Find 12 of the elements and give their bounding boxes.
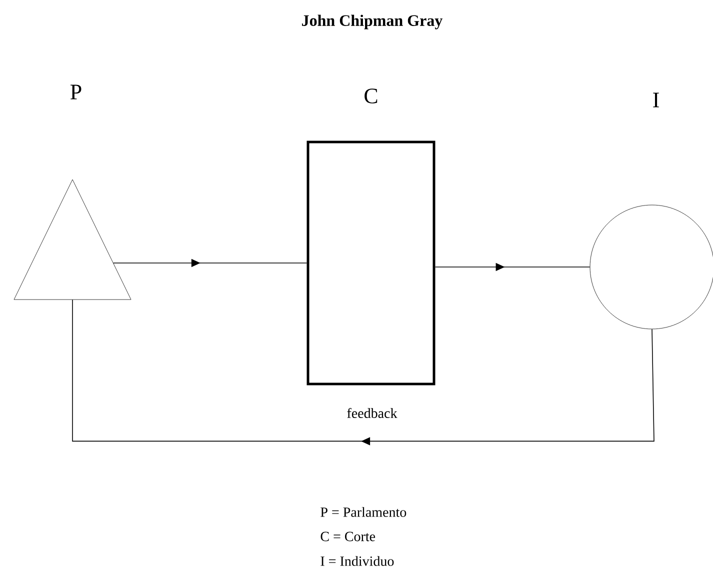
node-label: I	[653, 92, 659, 108]
title: John Chipman Gray	[302, 14, 443, 30]
legend-text: C = Corte	[320, 532, 376, 542]
legend-text: I = Individuo	[320, 556, 394, 566]
node-label: C	[364, 88, 378, 104]
circle-node: I	[590, 92, 713, 330]
triangle-node: P	[14, 84, 132, 300]
rectangle-node: C	[306, 88, 436, 386]
legend-text: P = Parlamento	[320, 507, 406, 517]
arrow	[72, 299, 654, 446]
node-label: P	[70, 84, 82, 100]
edge-label: feedback	[346, 407, 398, 419]
